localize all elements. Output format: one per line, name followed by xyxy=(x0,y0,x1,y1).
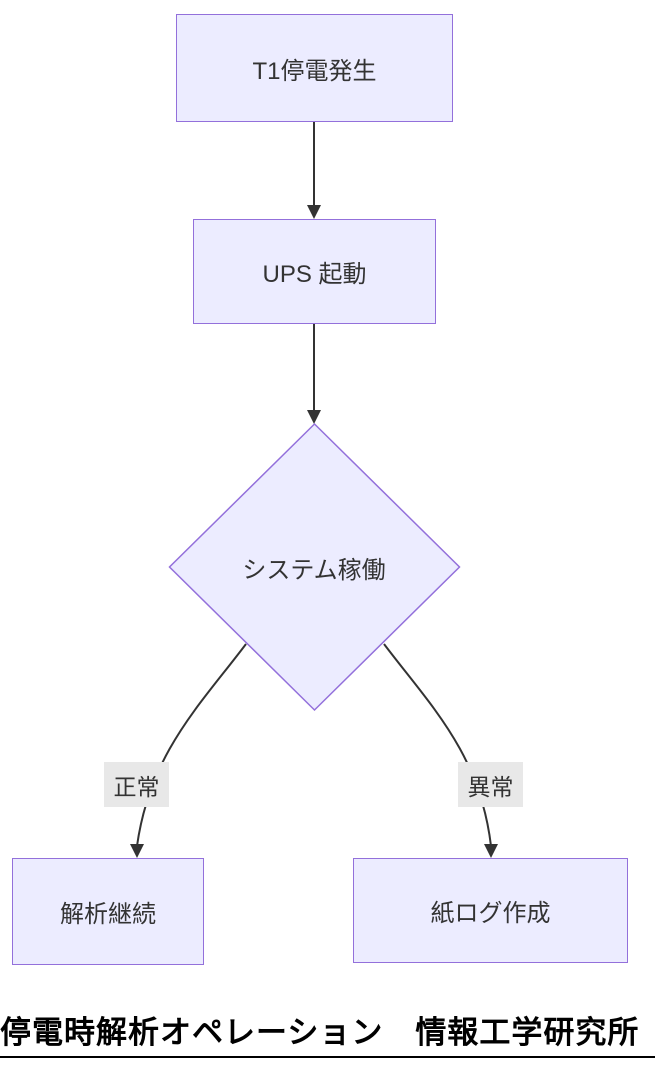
arrowhead-t1-to-ups xyxy=(307,205,321,219)
edge-decision-to-continue xyxy=(136,643,247,847)
edge-label-normal: 正常 xyxy=(104,762,169,807)
edge-label-abnormal-text: 異常 xyxy=(467,773,514,800)
node-continue: 解析継続 xyxy=(12,858,204,965)
edge-decision-to-paperlog xyxy=(383,643,492,847)
node-paper-log: 紙ログ作成 xyxy=(353,858,628,963)
node-t1-outage-label: T1停電発生 xyxy=(252,57,377,85)
edge-label-normal-text: 正常 xyxy=(113,773,160,800)
node-system-run-label: システム稼働 xyxy=(214,545,414,589)
node-ups-start: UPS 起動 xyxy=(193,219,436,324)
node-ups-start-label: UPS 起動 xyxy=(262,261,367,288)
node-paper-log-label: 紙ログ作成 xyxy=(430,900,551,927)
node-continue-label: 解析継続 xyxy=(60,901,156,928)
diagram-caption: 停電時解析オペレーション 情報工学研究所 xyxy=(0,1014,655,1058)
decision-diamond-shape xyxy=(168,422,461,712)
arrowhead-ups-to-decision xyxy=(307,410,321,424)
arrowhead-decision-to-continue xyxy=(130,844,144,858)
decision-label-text: システム稼働 xyxy=(242,556,386,584)
edge-label-abnormal: 異常 xyxy=(458,762,523,807)
arrowhead-decision-to-paperlog xyxy=(484,844,498,858)
node-t1-outage: T1停電発生 xyxy=(176,14,453,122)
